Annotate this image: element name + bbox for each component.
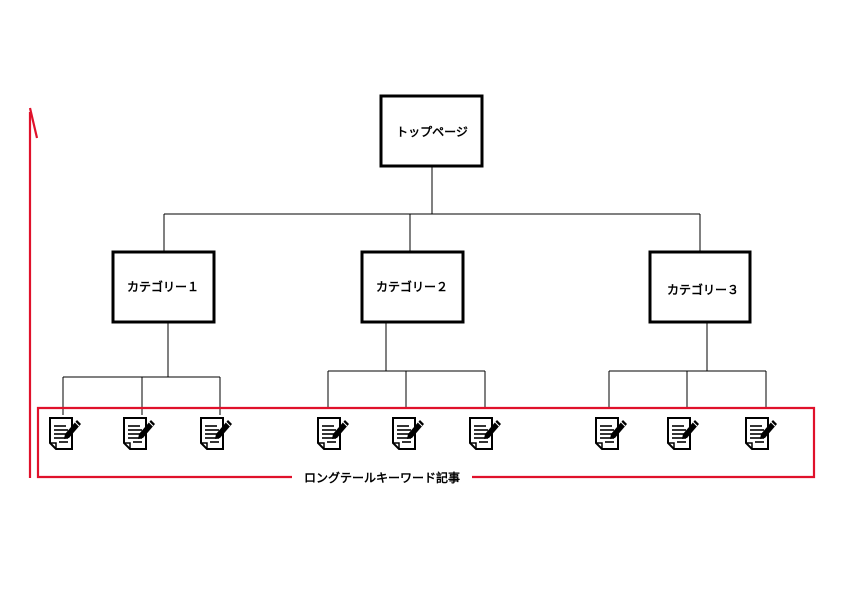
category-label-2: カテゴリー２ [376, 279, 448, 294]
article-edit-icon [745, 417, 778, 450]
connector-lines [62, 167, 767, 415]
category-node-1: カテゴリー１ [111, 250, 216, 324]
left-arrow [28, 107, 39, 478]
article-edit-icon [317, 417, 350, 450]
top-page-node: トップページ [379, 94, 484, 168]
article-edit-icon [200, 417, 233, 450]
longtail-group-label: ロングテールキーワード記事 [304, 470, 460, 485]
article-edit-icon [595, 417, 628, 450]
article-edit-icon [49, 417, 82, 450]
category-node-3: カテゴリー３ [648, 250, 752, 324]
article-edit-icon [123, 417, 156, 450]
article-edit-icon [469, 417, 502, 450]
article-edit-icon [392, 417, 425, 450]
category-label-3: カテゴリー３ [667, 282, 739, 297]
longtail-group-frame [36, 406, 816, 479]
article-edit-icon [667, 417, 700, 450]
category-label-1: カテゴリー１ [127, 279, 199, 294]
category-node-2: カテゴリー２ [360, 250, 465, 324]
top-page-label: トップページ [396, 124, 468, 139]
